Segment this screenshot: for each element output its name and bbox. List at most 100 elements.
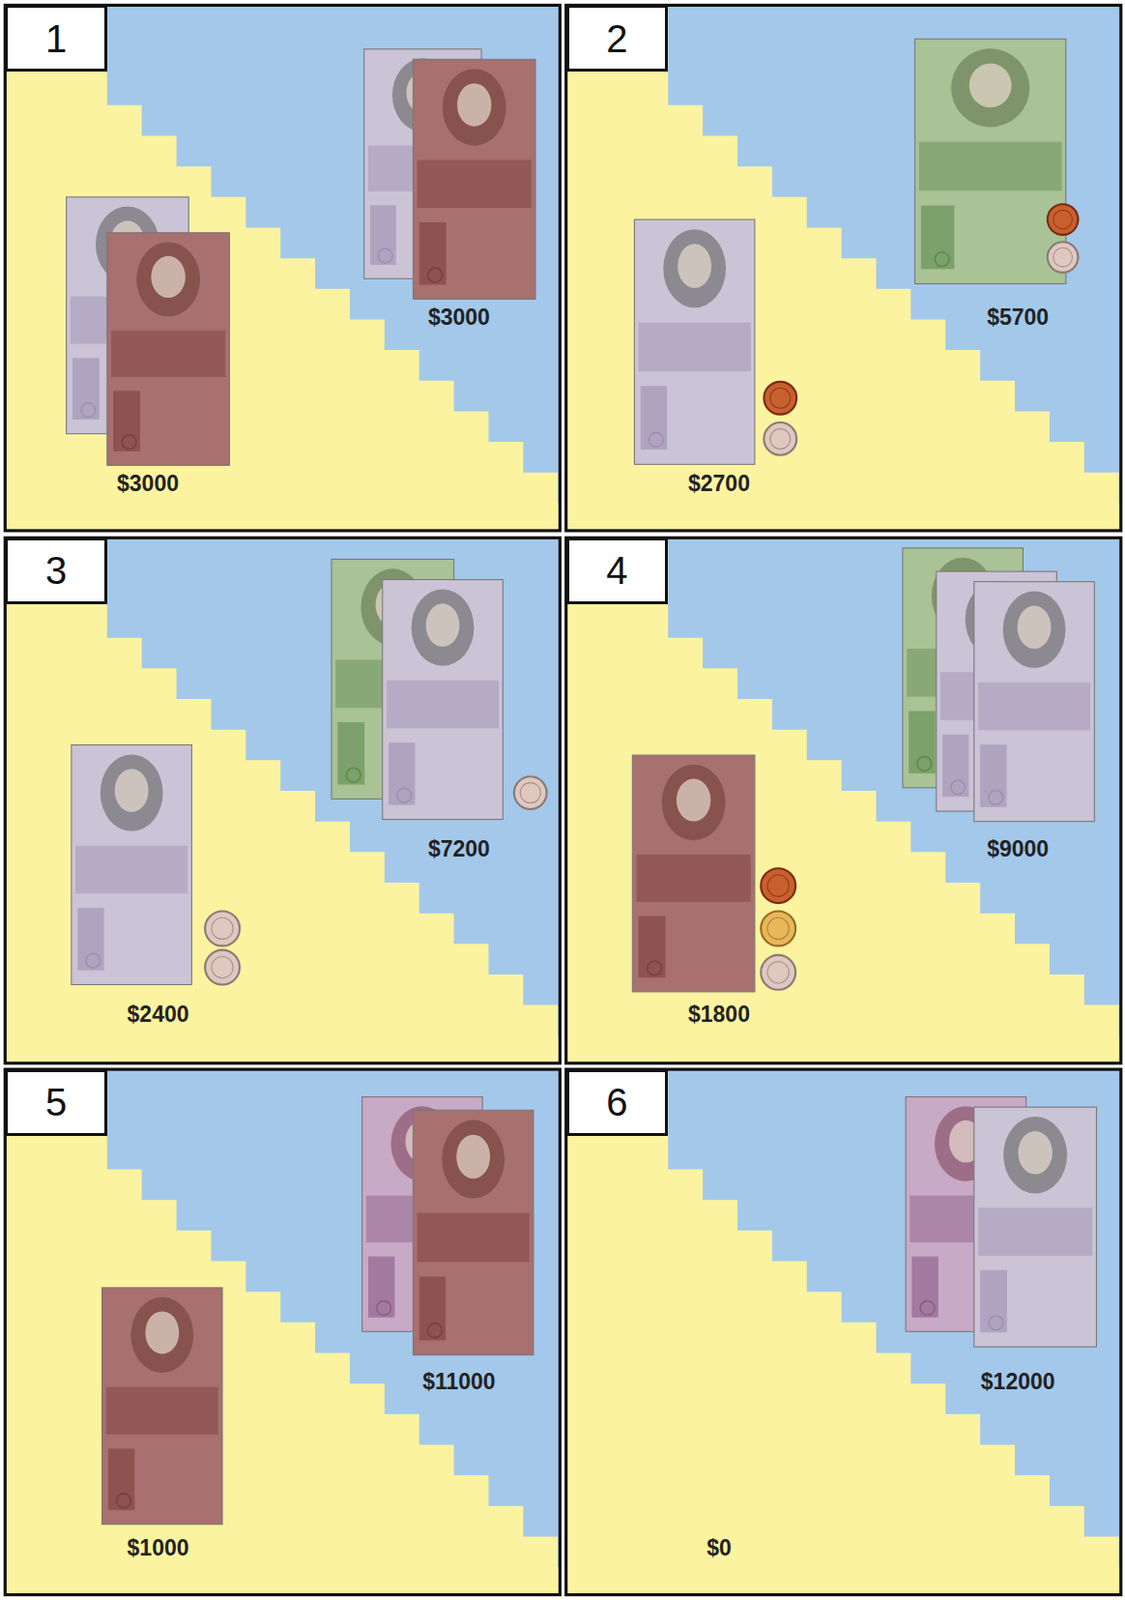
note-paper bbox=[71, 745, 193, 985]
note-portrait bbox=[441, 1119, 505, 1198]
banknote bbox=[634, 219, 755, 464]
coin-body bbox=[763, 381, 797, 415]
note-numeral-area bbox=[911, 1256, 938, 1318]
banknote bbox=[382, 579, 504, 820]
coin-body bbox=[763, 422, 797, 456]
note-band bbox=[106, 1386, 219, 1435]
coin-rim bbox=[770, 387, 791, 408]
panel-number: 5 bbox=[45, 1082, 67, 1122]
note-band bbox=[111, 330, 226, 377]
panel-number: 2 bbox=[605, 19, 628, 58]
note-portrait bbox=[100, 753, 164, 831]
note-band bbox=[919, 142, 1063, 192]
amount-label: $7200 bbox=[428, 836, 491, 862]
coin-body bbox=[204, 911, 240, 947]
coin-body bbox=[1047, 241, 1079, 273]
amount-label: $2700 bbox=[688, 472, 750, 497]
sky-ground bbox=[566, 537, 1122, 1063]
panel bbox=[566, 537, 1122, 1063]
amount-label: $3000 bbox=[428, 306, 491, 331]
coin-rim bbox=[211, 917, 233, 939]
note-seal bbox=[397, 787, 412, 803]
note-band bbox=[386, 680, 499, 729]
panel-border bbox=[566, 4, 1122, 530]
note-seal bbox=[376, 1300, 392, 1316]
panel-number: 1 bbox=[45, 19, 67, 58]
panel bbox=[4, 4, 560, 530]
note-numeral-area bbox=[388, 742, 415, 805]
panel-number: 4 bbox=[605, 550, 628, 590]
banknote bbox=[107, 232, 231, 466]
note-seal bbox=[934, 252, 950, 267]
coin bbox=[760, 867, 796, 903]
coin-rim bbox=[770, 428, 791, 449]
banknote bbox=[974, 1106, 1097, 1347]
sand-stairs bbox=[4, 4, 560, 530]
sand-stairs bbox=[566, 537, 1122, 1063]
banknote bbox=[412, 1109, 534, 1355]
sky-ground bbox=[4, 4, 560, 530]
coin-rim bbox=[1053, 247, 1073, 267]
panel bbox=[566, 4, 1122, 530]
coin-rim bbox=[519, 782, 541, 804]
note-paper bbox=[412, 58, 536, 299]
note-numeral-area bbox=[921, 204, 954, 269]
note-seal bbox=[951, 779, 966, 795]
note-paper bbox=[632, 754, 755, 992]
note-numeral-area bbox=[337, 721, 365, 784]
amount-label: $1800 bbox=[688, 1002, 750, 1027]
panel-number-box: 5 bbox=[4, 1068, 108, 1136]
note-face bbox=[144, 1310, 179, 1354]
amount-label: $12000 bbox=[980, 1369, 1056, 1394]
coin bbox=[204, 911, 240, 947]
panel-number-box: 3 bbox=[4, 537, 108, 605]
note-numeral-area bbox=[908, 710, 935, 773]
panel-number: 6 bbox=[605, 1082, 628, 1122]
note-numeral-area bbox=[368, 1256, 395, 1318]
banknote bbox=[71, 745, 193, 985]
amount-label: $2400 bbox=[127, 1002, 190, 1027]
panel-number-box: 1 bbox=[4, 4, 108, 72]
note-seal bbox=[648, 432, 664, 448]
note-face bbox=[426, 603, 461, 647]
coin bbox=[763, 422, 797, 456]
note-seal bbox=[920, 1300, 935, 1316]
note-seal bbox=[428, 267, 443, 283]
note-seal bbox=[988, 1315, 1004, 1330]
note-band bbox=[978, 1207, 1093, 1256]
note-portrait bbox=[1003, 1116, 1068, 1193]
note-numeral-area bbox=[108, 1447, 135, 1510]
note-face bbox=[457, 83, 491, 127]
note-band bbox=[978, 682, 1091, 731]
coin bbox=[760, 911, 796, 947]
note-portrait bbox=[662, 764, 726, 840]
note-portrait bbox=[663, 229, 726, 308]
sky-ground bbox=[566, 1068, 1122, 1594]
note-numeral-area bbox=[419, 1276, 446, 1341]
coin-body bbox=[760, 954, 796, 990]
note-face bbox=[115, 768, 149, 812]
banknote bbox=[412, 58, 536, 299]
coin bbox=[1047, 203, 1079, 235]
panel-border bbox=[4, 4, 560, 530]
coin bbox=[1047, 241, 1079, 273]
note-paper bbox=[382, 579, 504, 820]
coin-body bbox=[514, 776, 548, 809]
note-seal bbox=[81, 403, 96, 418]
note-paper bbox=[634, 219, 755, 464]
note-numeral-area bbox=[640, 385, 667, 450]
note-seal bbox=[346, 767, 361, 782]
banknote bbox=[915, 38, 1067, 284]
note-paper bbox=[974, 1106, 1097, 1347]
note-seal bbox=[647, 960, 663, 976]
coin bbox=[514, 776, 548, 809]
sand-stairs bbox=[4, 1068, 560, 1594]
note-paper bbox=[974, 581, 1096, 822]
coin-rim bbox=[1053, 209, 1073, 230]
note-numeral-area bbox=[980, 744, 1007, 807]
banknote bbox=[102, 1287, 224, 1525]
note-paper bbox=[107, 232, 231, 466]
note-seal bbox=[116, 1493, 132, 1508]
sky-ground bbox=[4, 537, 560, 1063]
note-portrait bbox=[411, 588, 475, 665]
